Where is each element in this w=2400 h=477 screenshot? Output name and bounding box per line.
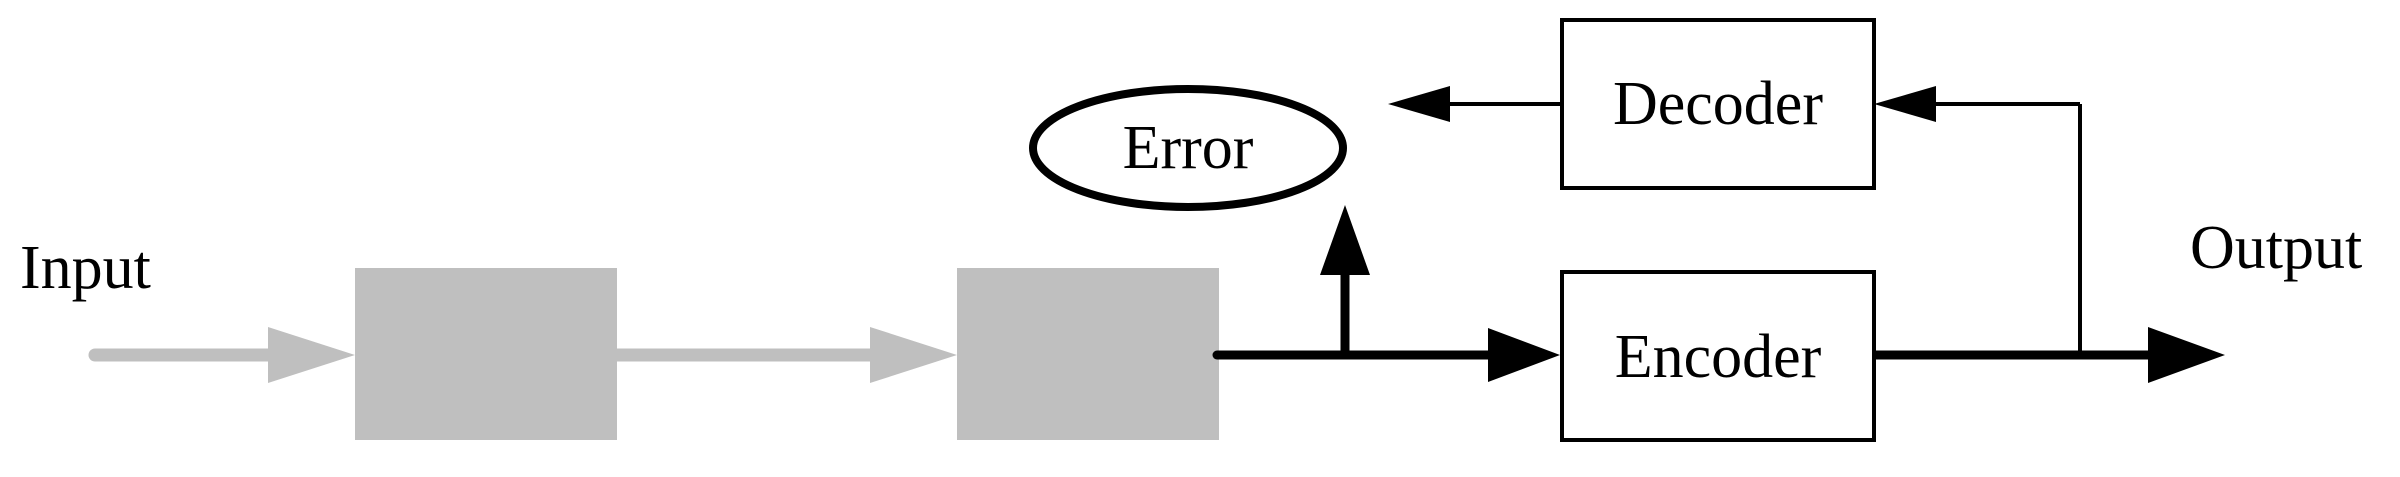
error-ellipse (1029, 85, 1347, 211)
gray-block-1 (355, 268, 617, 440)
gray-block-2 (957, 268, 1219, 440)
input-label: Input (20, 234, 151, 302)
error-branch-arrowhead (1320, 205, 1370, 275)
decoder-output-arrowhead (1388, 86, 1450, 122)
decoder-input-arrowhead (1874, 86, 1936, 122)
output-label: Output (2190, 214, 2362, 282)
encoder-label: Encoder (1615, 323, 1822, 391)
encoder-input-arrowhead (1488, 328, 1560, 382)
output-arrowhead (2148, 327, 2225, 383)
decoder-label: Decoder (1613, 70, 1823, 138)
error-label: Error (1123, 114, 1254, 182)
input-arrowhead (268, 327, 355, 383)
encoder-box (1560, 270, 1876, 442)
gray-connector-arrowhead (870, 327, 957, 383)
